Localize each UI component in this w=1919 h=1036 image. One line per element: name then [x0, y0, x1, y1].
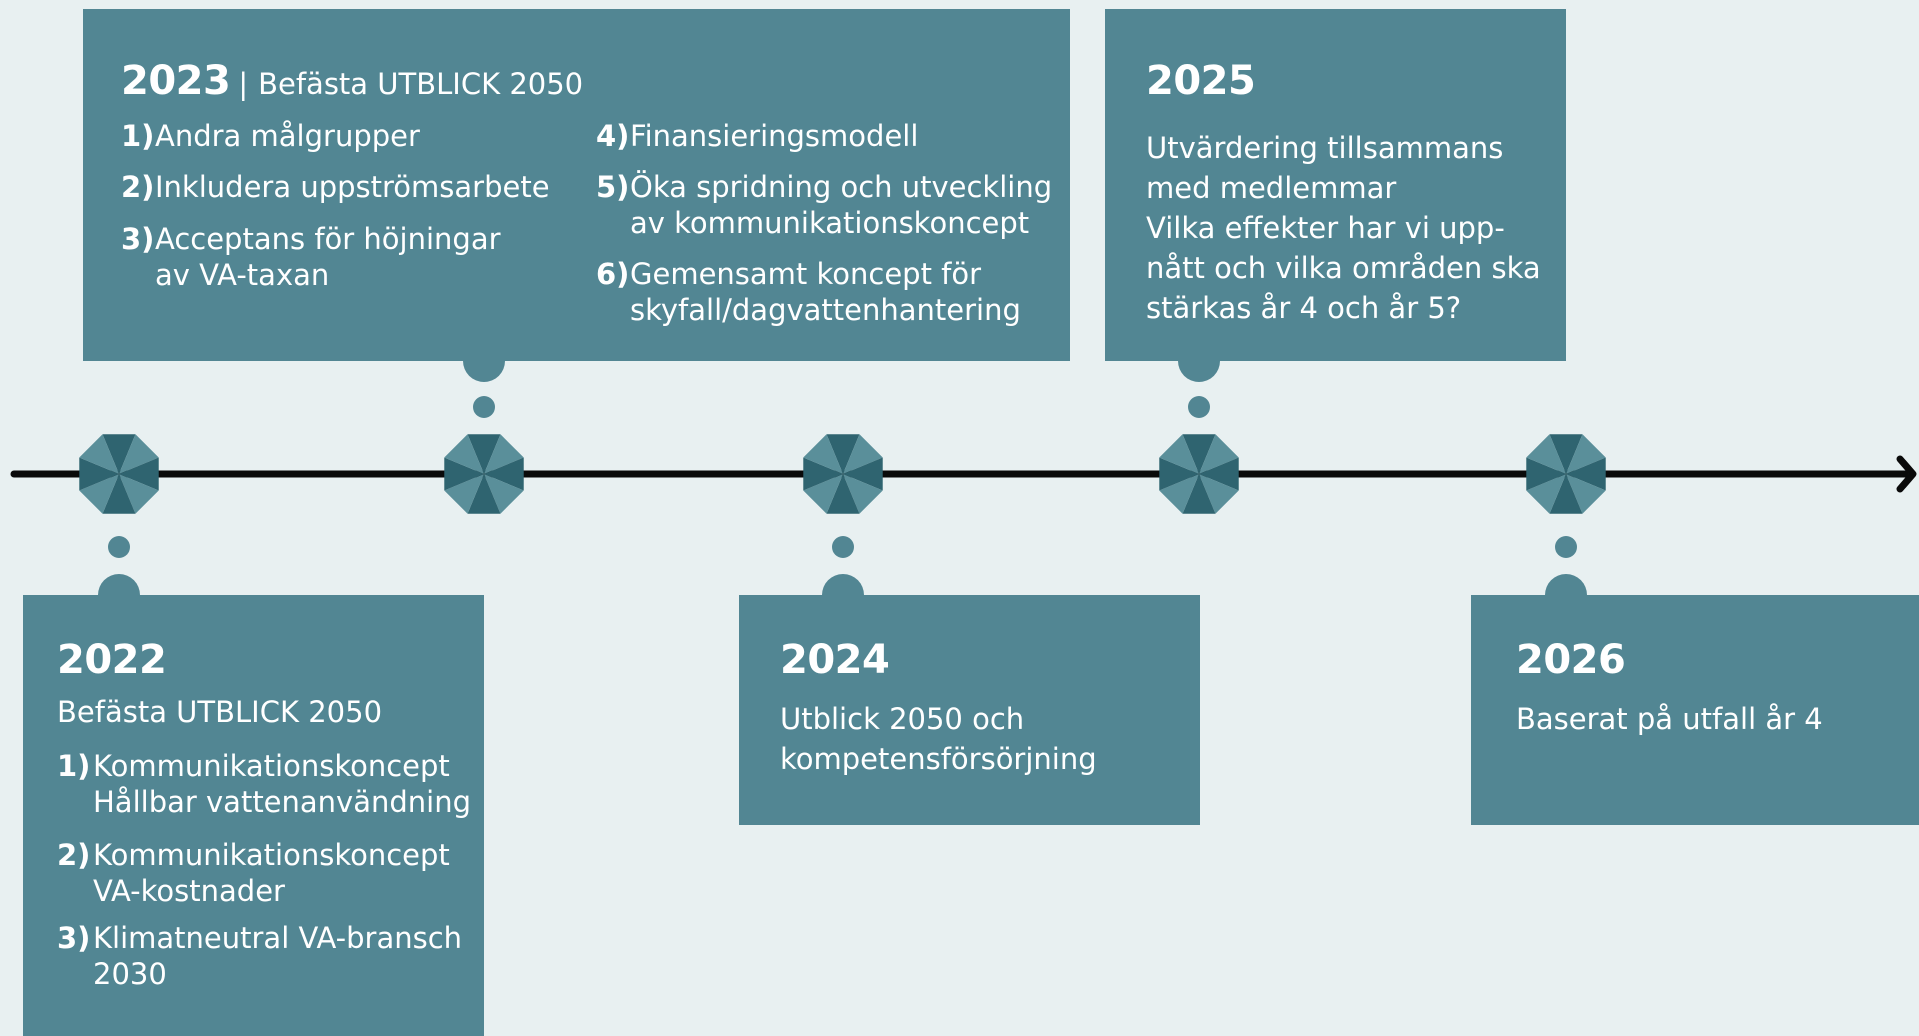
item-text: Andra målgrupper [155, 119, 420, 153]
event-2024-year: 2024 [780, 637, 890, 683]
milestones [79, 434, 1606, 514]
event-2025-line: med medlemmar [1146, 171, 1397, 205]
connector-dot [1188, 396, 1210, 418]
event-2026-card: 2026 Baserat på utfall år 4 [1471, 595, 1919, 825]
event-2024-card: 2024 Utblick 2050 och kompetensförsörjni… [739, 595, 1200, 825]
item-number: 1) [57, 749, 91, 783]
connector-dot [108, 536, 130, 558]
item-text: Inkludera uppströmsarbete [155, 170, 550, 204]
event-2023-subtitle: Befästa UTBLICK 2050 [258, 67, 584, 101]
event-2023-item: 1) Andra målgrupper [121, 118, 561, 154]
item-text: Klimatneutral VA-bransch 2030 [93, 921, 463, 991]
event-2025-line: Vilka effekter har vi upp- [1146, 211, 1505, 245]
item-number: 6) [596, 257, 630, 291]
event-2023-item: 2) Inkludera uppströmsarbete [121, 169, 561, 205]
event-2022-item: 1) Kommunikationskoncept Hållbar vattena… [57, 748, 477, 820]
item-number: 2) [121, 170, 155, 204]
event-2026-line: Baserat på utfall år 4 [1516, 702, 1823, 736]
item-number: 5) [596, 170, 630, 204]
connector-dot [1555, 536, 1577, 558]
item-text: Gemensamt koncept för skyfall/dagvattenh… [630, 257, 1021, 327]
item-text: Finansieringsmodell [630, 119, 919, 153]
event-2023-item: 6) Gemensamt koncept för skyfall/dagvatt… [596, 256, 1056, 328]
event-2024-line: kompetensförsörjning [780, 742, 1097, 776]
event-2025-card: 2025 Utvärdering tillsammans med medlemm… [1105, 9, 1566, 361]
item-text: Kommunikationskoncept Hållbar vattenanvä… [93, 749, 472, 819]
event-2025-line: Utvärdering tillsammans [1146, 131, 1504, 165]
item-number: 3) [121, 222, 155, 256]
event-2022-item: 2) Kommunikationskoncept VA-kostnader [57, 837, 477, 909]
connector-dot [832, 536, 854, 558]
item-number: 1) [121, 119, 155, 153]
item-number: 3) [57, 921, 91, 955]
event-2023-separator: | [238, 67, 249, 101]
event-2025-line: nått och vilka områden ska [1146, 251, 1541, 285]
event-2023-item: 4) Finansieringsmodell [596, 118, 1056, 154]
event-2024-line: Utblick 2050 och [780, 702, 1025, 736]
event-2023-card: 2023| Befästa UTBLICK 2050 1) Andra målgr… [83, 9, 1070, 361]
item-number: 4) [596, 119, 630, 153]
event-2023-item: 5) Öka spridning och utveckling av kommu… [596, 169, 1056, 241]
event-2023-item: 3) Acceptans för höjningar av VA-taxan [121, 221, 561, 293]
event-2022-card: 2022 Befästa UTBLICK 2050 1) Kommunikati… [23, 595, 484, 1036]
event-2025-line: stärkas år 4 och år 5? [1146, 291, 1462, 325]
item-number: 2) [57, 838, 91, 872]
event-2026-year: 2026 [1516, 637, 1626, 683]
event-2022-subtitle: Befästa UTBLICK 2050 [57, 695, 383, 729]
event-2023-year: 2023 [121, 58, 231, 104]
umbrella-icon [444, 434, 524, 514]
connector-dot [473, 396, 495, 418]
item-text: Kommunikationskoncept VA-kostnader [93, 838, 450, 908]
event-2025-year: 2025 [1146, 58, 1256, 104]
umbrella-icon [79, 434, 159, 514]
umbrella-icon [1526, 434, 1606, 514]
umbrella-icon [1159, 434, 1239, 514]
arrow-right-icon [1896, 455, 1917, 493]
umbrella-icon [803, 434, 883, 514]
item-text: Öka spridning och utveckling av kommunik… [630, 170, 1053, 240]
event-2022-item: 3) Klimatneutral VA-bransch 2030 [57, 920, 477, 992]
event-2022-year: 2022 [57, 637, 167, 683]
item-text: Acceptans för höjningar av VA-taxan [155, 222, 501, 292]
